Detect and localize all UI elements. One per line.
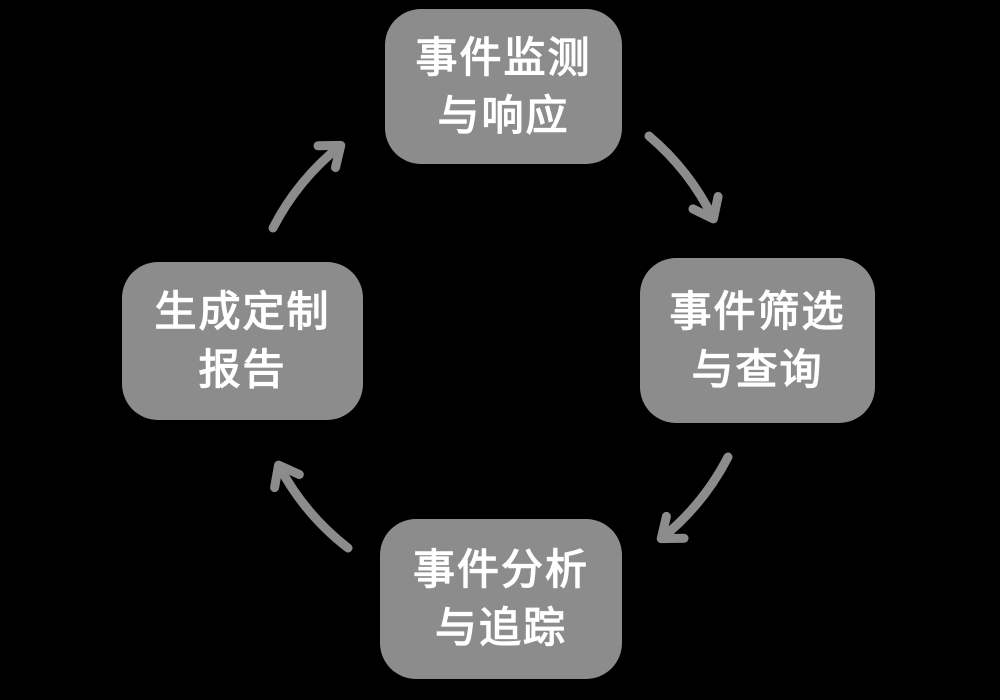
arrow-right-to-bottom bbox=[656, 452, 733, 544]
node-label-line: 与查询 bbox=[691, 345, 824, 393]
node-label-line: 与响应 bbox=[437, 91, 570, 139]
node-label-line: 事件筛选 bbox=[669, 287, 846, 335]
node-label-line: 生成定制 bbox=[154, 288, 331, 335]
node-label-line: 事件分析 bbox=[412, 546, 589, 593]
arrow-bottom-to-left bbox=[270, 460, 353, 553]
node-label-line: 报告 bbox=[198, 346, 287, 393]
arrow-left-to-top bbox=[268, 140, 346, 233]
node-label-line: 事件监测 bbox=[415, 33, 592, 81]
node-label-line: 与追踪 bbox=[434, 604, 567, 651]
arrow-top-to-right bbox=[644, 131, 723, 224]
node-generate-custom-report: 生成定制 报告 bbox=[122, 262, 363, 420]
node-event-analysis-tracking: 事件分析 与追踪 bbox=[380, 519, 622, 679]
node-event-monitoring-response: 事件监测 与响应 bbox=[385, 9, 622, 164]
node-event-filter-query: 事件筛选 与查询 bbox=[640, 258, 875, 423]
